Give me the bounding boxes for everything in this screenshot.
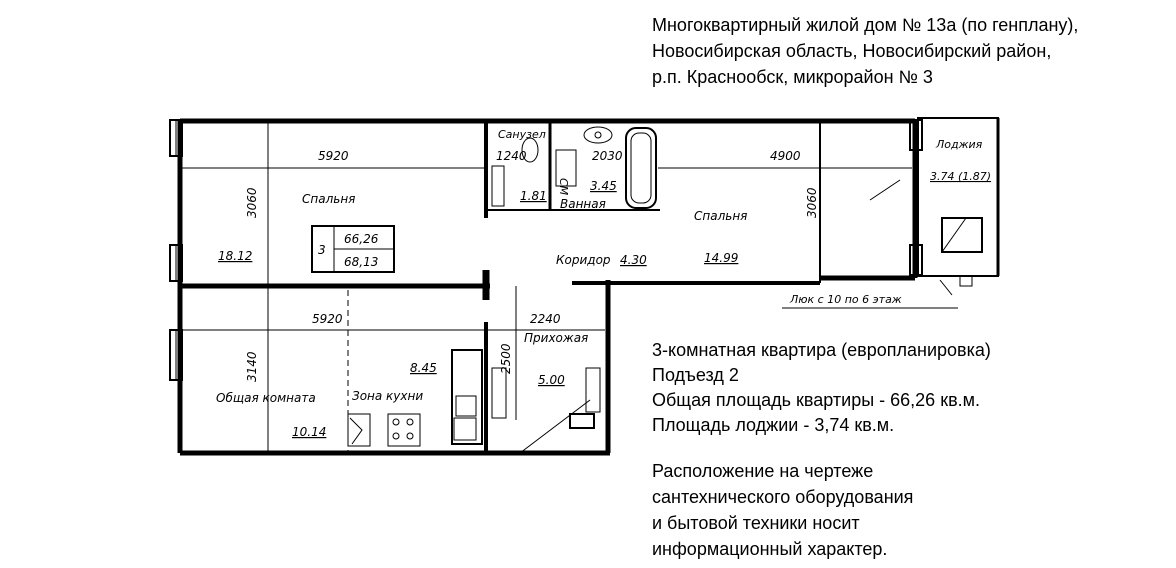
apartment-type: 3-комнатная квартира (европланировка) (652, 340, 991, 360)
entrance: Подъезд 2 (652, 365, 739, 385)
bedroom1-depth: 3060 (245, 187, 259, 218)
note-line-4: информационный характер. (652, 539, 888, 559)
apartment-summary-table: 3 66,26 68,13 (311, 225, 395, 273)
windows (169, 119, 923, 381)
walls (177, 118, 918, 456)
table-area1: 66,26 (344, 232, 379, 246)
wc-area: 1.81 (520, 189, 547, 203)
hall-area: 5.00 (538, 373, 565, 387)
wc-label: Санузел (498, 128, 546, 141)
bathroom-width: 2030 (592, 149, 623, 163)
note-line-3: и бытовой техники носит (652, 513, 860, 533)
table-rooms: 3 (318, 243, 326, 257)
kitchen-label: Зона кухни (352, 389, 423, 403)
hatch-label: Люк с 10 по 6 этаж (789, 293, 902, 306)
loggia-value: 3.74 (1.87) (930, 170, 991, 183)
total-area: Общая площадь квартиры - 66,26 кв.м. (652, 390, 981, 410)
bedroom1-label: Спальня (302, 192, 355, 206)
dimension-lines (180, 121, 953, 453)
bathroom-area: 3.45 (590, 179, 617, 193)
address-line-2: Новосибирская область, Новосибирский рай… (652, 41, 1052, 61)
living-width: 5920 (312, 312, 343, 326)
bedroom1-width: 5920 (318, 149, 349, 163)
bedroom2-area: 14.99 (704, 251, 738, 265)
washing-machine-mark: СМ (557, 178, 570, 196)
corridor-label: Коридор (556, 253, 611, 267)
bedroom2-depth: 3060 (805, 187, 819, 218)
hall-depth: 2500 (499, 343, 513, 374)
address-line-3: р.п. Краснообск, микрорайон № 3 (652, 67, 933, 87)
address-line-1: Многоквартирный жилой дом № 13а (по генп… (652, 15, 1079, 35)
entrance-door (519, 399, 591, 454)
note-line-1: Расположение на чертеже (652, 461, 874, 481)
corridor-area: 4.30 (620, 253, 647, 267)
wc-width: 1240 (496, 149, 527, 163)
hall-width: 2240 (530, 312, 561, 326)
table-area2: 68,13 (344, 255, 378, 269)
bedroom2-label: Спальня (694, 209, 747, 223)
loggia (917, 117, 1000, 287)
loggia-area: Площадь лоджии - 3,74 кв.м. (652, 415, 895, 435)
bedroom2-width: 4900 (770, 149, 801, 163)
bedroom1-area: 18.12 (218, 249, 252, 263)
bathroom-label: Ванная (560, 197, 606, 211)
loggia-label: Лоджия (935, 138, 983, 151)
hall-label: Прихожая (524, 331, 588, 345)
kitchen-area: 8.45 (410, 361, 437, 375)
living-label: Общая комната (216, 391, 316, 405)
living-area: 10.14 (292, 425, 326, 439)
sanitary-fixtures (347, 126, 657, 447)
living-depth: 3140 (245, 351, 259, 382)
note-line-2: сантехнического оборудования (652, 487, 914, 507)
